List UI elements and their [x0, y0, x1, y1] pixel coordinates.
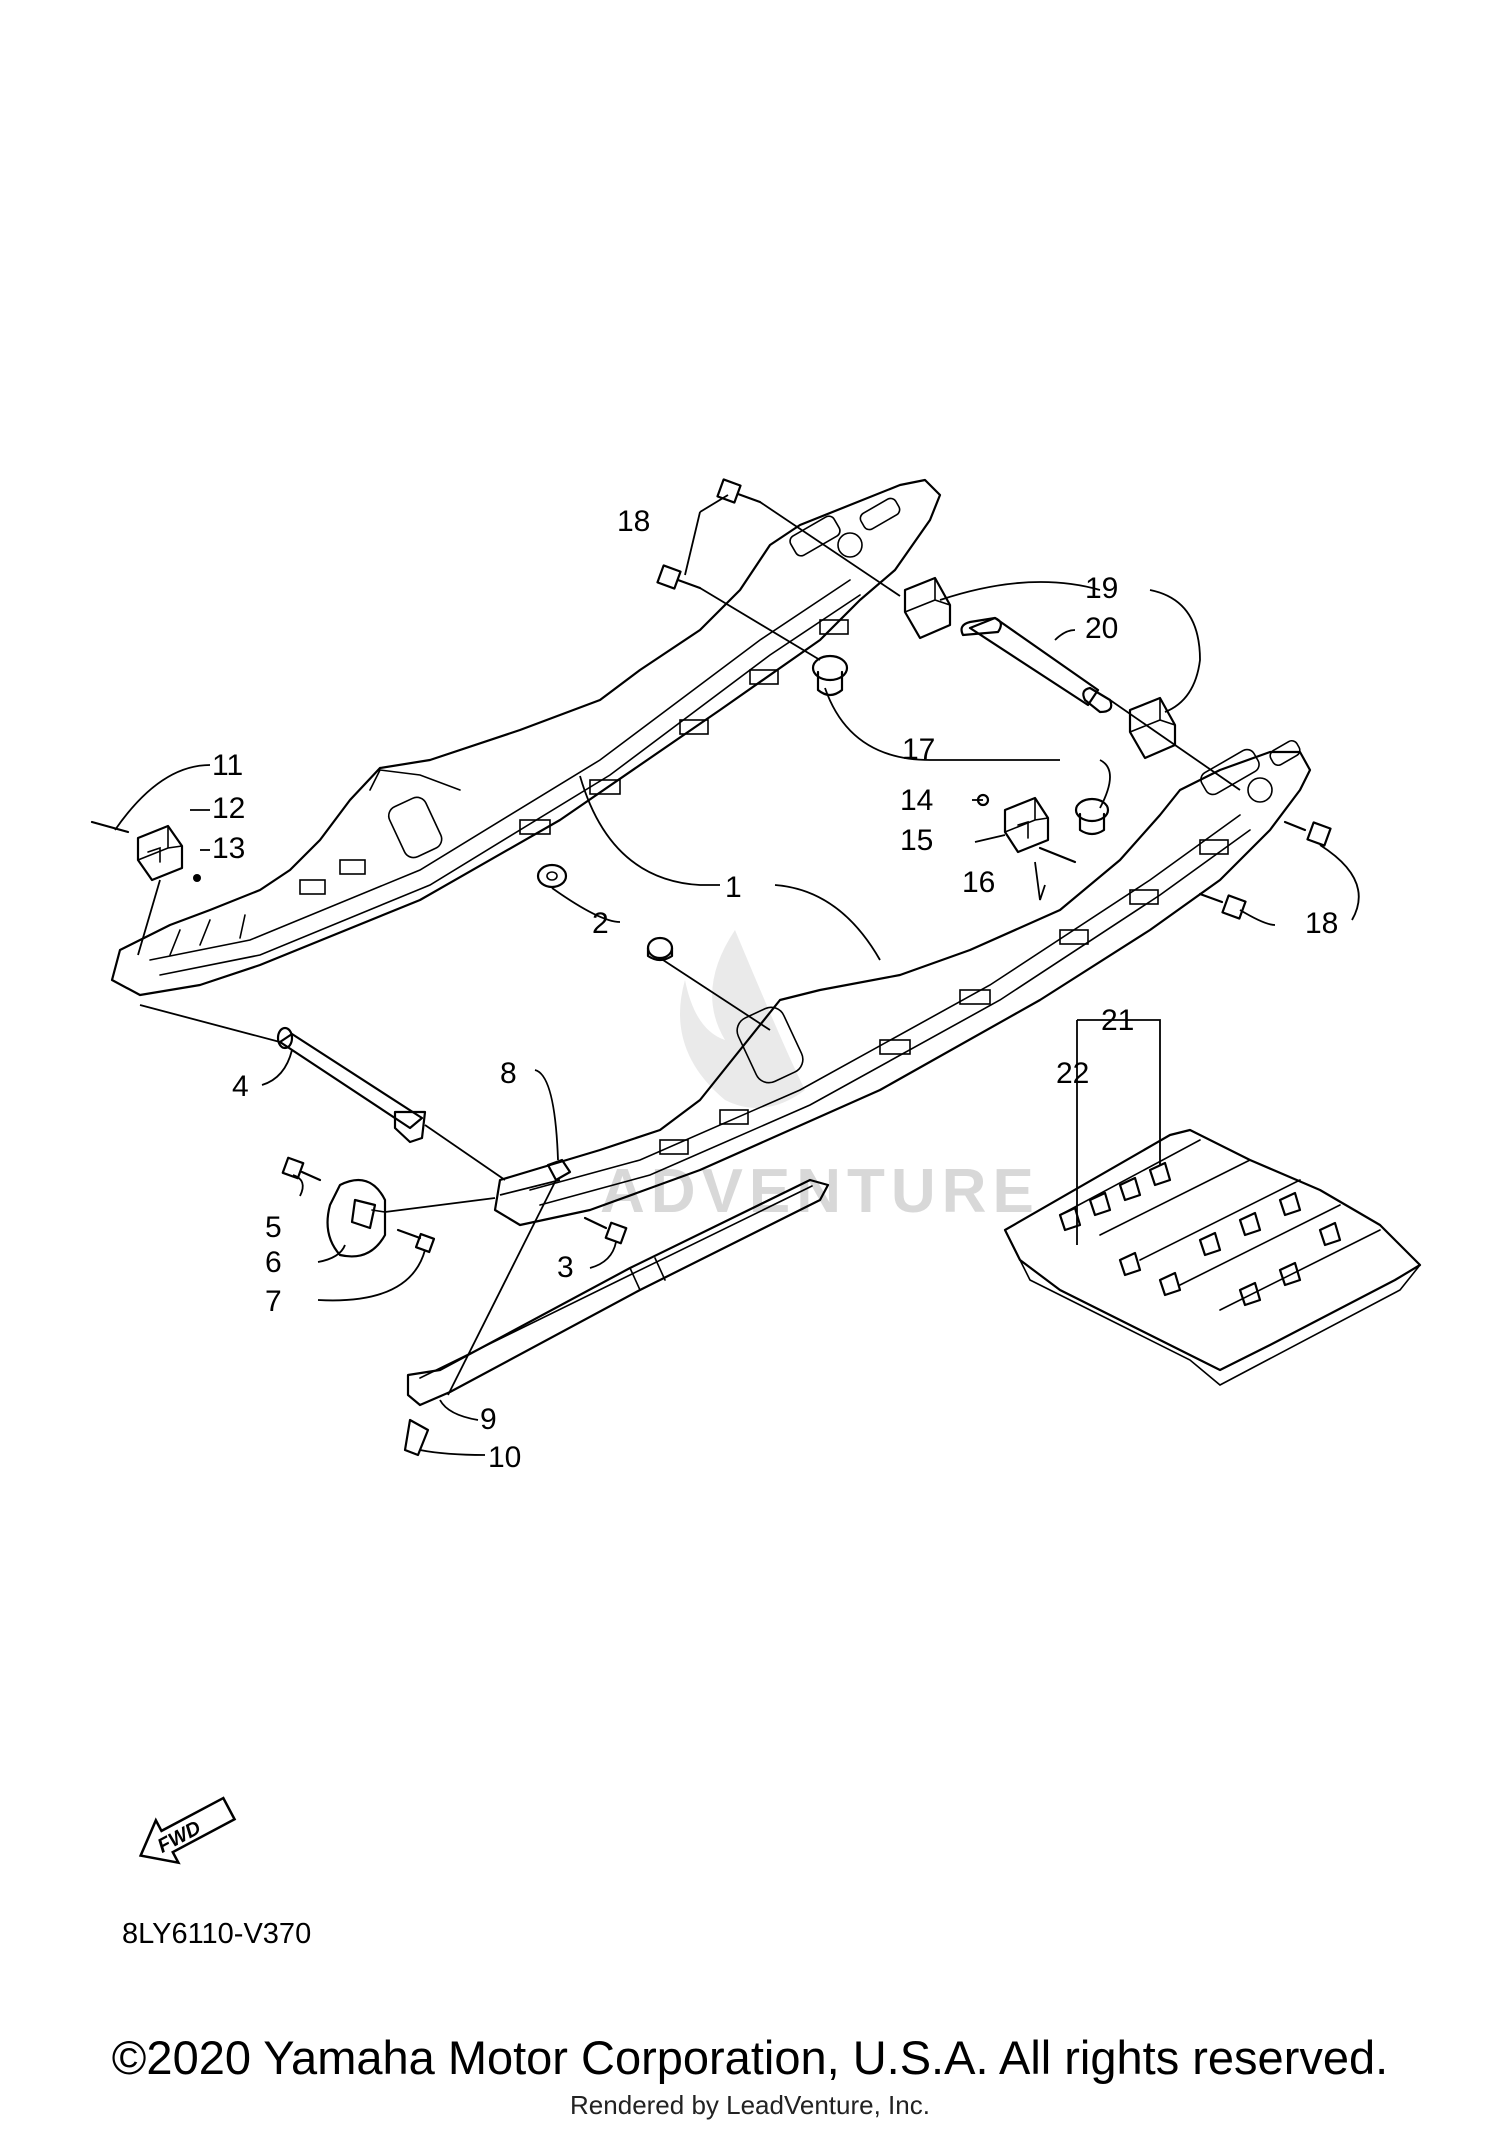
- bolt-3: [583, 1216, 628, 1245]
- callout-1: 1: [725, 871, 742, 904]
- callout-2: 2: [592, 907, 609, 940]
- rendered-by-notice: Rendered by LeadVenture, Inc.: [570, 2090, 930, 2120]
- callout-12: 12: [212, 792, 245, 825]
- callout-21: 21: [1101, 1004, 1134, 1037]
- callout-17: 17: [902, 733, 935, 766]
- callout-14: 14: [900, 784, 933, 817]
- block-12: [136, 824, 184, 882]
- callout-19: 19: [1085, 572, 1118, 605]
- block-19-b: [1128, 696, 1177, 760]
- collar-17-b: [1074, 797, 1110, 836]
- callout-13: 13: [212, 832, 245, 865]
- wheel-6: [326, 1178, 387, 1258]
- nut-13: [193, 874, 201, 882]
- screw-10: [403, 1418, 430, 1457]
- callout-16: 16: [962, 866, 995, 899]
- slider-9: [406, 1178, 830, 1407]
- track-21: [1003, 1128, 1422, 1386]
- callout-3: 3: [557, 1251, 574, 1284]
- watermark-text: ADVENTURE: [600, 1157, 1040, 1226]
- left-slide-rail: [110, 478, 942, 997]
- callout-11: 11: [212, 749, 243, 782]
- callout-4: 4: [232, 1070, 249, 1103]
- callout-6: 6: [265, 1246, 282, 1279]
- callout-7: 7: [265, 1285, 282, 1318]
- callout-8: 8: [500, 1057, 517, 1090]
- callout-15: 15: [900, 824, 933, 857]
- leader-lines: [114, 494, 1360, 1456]
- bolt-18-upper-b: [656, 564, 702, 590]
- callout-10: 10: [488, 1441, 521, 1474]
- block-19-a: [903, 576, 952, 640]
- callout-9: 9: [480, 1403, 497, 1436]
- pin-11: [90, 820, 130, 834]
- bolt-18-lower-a: [1283, 820, 1332, 847]
- bolt-5: [281, 1156, 322, 1182]
- callout-20: 20: [1085, 612, 1118, 645]
- clip-8: [546, 1158, 572, 1182]
- washer-2-b: [646, 936, 674, 962]
- bolt-18-upper-a: [716, 478, 762, 504]
- washer-2-a: [536, 863, 568, 889]
- bolt-7: [396, 1228, 436, 1254]
- callout-22: 22: [1056, 1057, 1089, 1090]
- axle-4: [276, 1026, 427, 1144]
- callout-18-lower: 18: [1305, 907, 1338, 940]
- bolt-16: [1038, 846, 1077, 864]
- collar-17-a: [811, 654, 849, 697]
- fwd-arrow-icon: FWD: [138, 1796, 237, 1865]
- callouts: 1 2 3 4 5 6 7 8 9 10 11 12 13 14 15 16 1…: [212, 505, 1338, 1474]
- bolt-18-lower-b: [1198, 892, 1247, 920]
- right-slide-rail: [493, 739, 1312, 1227]
- copyright-notice: ©2020 Yamaha Motor Corporation, U.S.A. A…: [111, 2031, 1389, 2084]
- callout-5: 5: [265, 1211, 282, 1244]
- callout-18-upper: 18: [617, 505, 650, 538]
- block-15: [1003, 796, 1050, 854]
- diagram-code: 8LY6110-V370: [122, 1918, 312, 1950]
